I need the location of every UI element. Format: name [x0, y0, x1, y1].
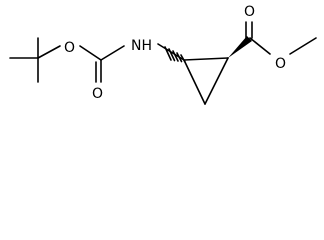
hash-mark: [164, 46, 172, 61]
cyclopropane-ring: [183, 57, 229, 105]
atom-label-ester-carbonyl-oxygen: O: [244, 4, 255, 20]
atom-label-boc-carbonyl-oxygen: O: [92, 86, 103, 102]
hash-mark: [172, 50, 179, 62]
bond-ester-oxygen-to-carbonyl-carbon: [79, 45, 102, 61]
bond-oxygen-to-methyl: [289, 37, 317, 55]
bond-tbu-center-to-oxygen: [37, 45, 61, 59]
hash-mark: [176, 52, 183, 63]
hash-mark: [168, 48, 176, 62]
bond-ring-left-to-bottom: [183, 59, 206, 105]
atom-label-ester-methoxy-oxygen: O: [275, 56, 286, 72]
bond-ring-right-to-bottom: [204, 57, 229, 105]
methyl-ester-group: [245, 21, 317, 55]
tert-butyl-group: [9, 37, 61, 83]
bond-ester-carbon-to-oxygen: [249, 37, 271, 55]
atom-label-boc-ester-oxygen: O: [64, 40, 75, 56]
atom-label-amine-nitrogen: NH: [131, 38, 152, 54]
atom-labels: O O NH O O: [64, 4, 286, 102]
chemical-structure-diagram: O O NH O O: [9, 4, 317, 105]
bond-ring-left-to-right: [183, 57, 229, 61]
bond-carbonyl-carbon-to-nitrogen: [100, 45, 125, 61]
bold-wedge-bond: [228, 36, 252, 58]
